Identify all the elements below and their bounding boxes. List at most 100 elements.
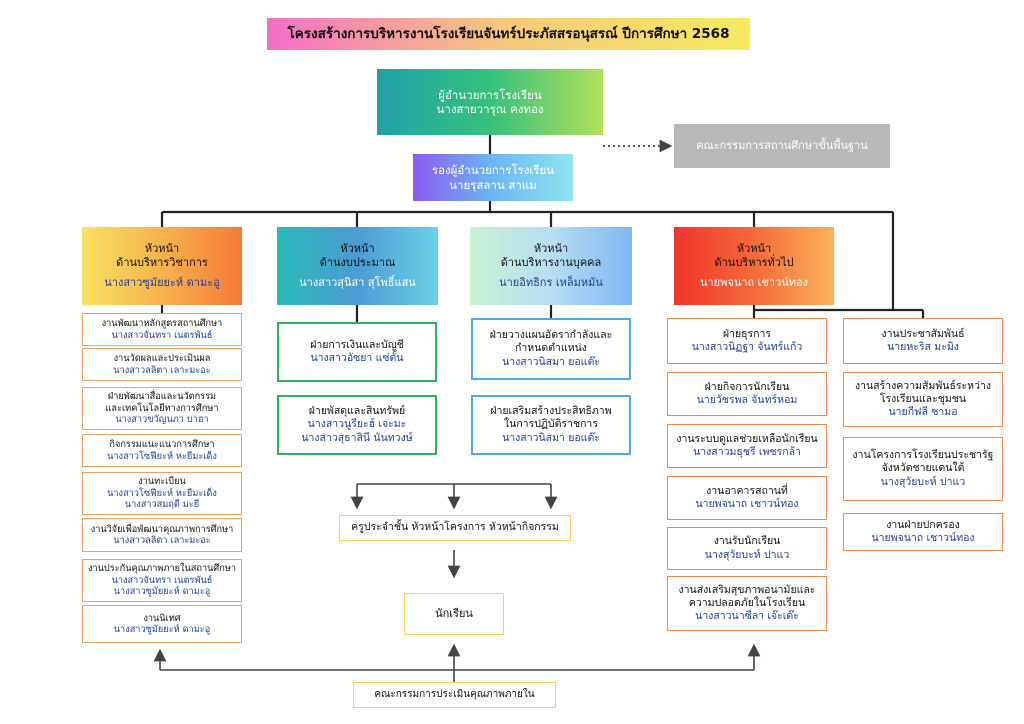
unit-person-name: นางสาวนาซีลา เจ๊ะเด๊ะ — [695, 610, 799, 623]
unit-person-name: นางสาวขวัญนภา บาฮา — [115, 414, 209, 426]
unit-title: งานระบบดูแลช่วยเหลือนักเรียน — [676, 432, 818, 445]
unit-person-name: นางสาวมธุชรี เพชรกล้า — [693, 446, 801, 458]
unit-title: งานโครงการโรงเรียนประชารัฐ — [852, 449, 994, 462]
unit-person-name: นายหะริส มะมิง — [887, 341, 959, 353]
unit-title: ฝ่ายพัสดุและสินทรัพย์ — [308, 405, 406, 418]
general-left-unit-box: ฝ่ายธุรการนางสาวนิฏฐา จันทร์แก้ว — [667, 318, 827, 364]
unit-title: โรงเรียนและชุมชน — [879, 392, 967, 405]
head-label: หัวหน้า — [340, 242, 375, 256]
unit-person-name: นางสาวนิฏฐา จันทร์แก้ว — [691, 341, 803, 353]
unit-person-name: นายกีฟลี ซามอ — [888, 406, 958, 419]
head-name: นางสาวสุนิสา สุโพธิ์แสน — [299, 275, 416, 289]
unit-person-name: นางสาวลลิตา เลาะมะอะ — [113, 364, 211, 376]
unit-title: งานประชาสัมพันธ์ — [881, 327, 965, 340]
unit-person-name: นางสาวนูรียะฮ์ เจะมะ — [307, 418, 407, 431]
internal-quality-committee-box: คณะกรรมการประเมินคุณภาพภายใน — [353, 682, 556, 708]
unit-title: งานวิจัยเพื่อพัฒนาคุณภาพการศึกษา — [90, 523, 234, 535]
unit-title: งานพัฒนาหลักสูตรสถานศึกษา — [101, 318, 223, 329]
unit-person-name: นางสาวซูมัยยะห์ ดามะอู — [113, 586, 211, 598]
general-left-unit-box: งานระบบดูแลช่วยเหลือนักเรียนนางสาวมธุชรี… — [667, 424, 827, 468]
academic-unit-box: กิจกรรมแนะแนวการศึกษานางสาวโซฟียะห์ หะยี… — [82, 434, 242, 467]
general-right-unit-box: งานประชาสัมพันธ์นายหะริส มะมิง — [843, 318, 1003, 364]
head-division: ด้านบริหารวิชาการ — [116, 256, 208, 270]
unit-person-name: นางสาวจันทรา เนตรพันธ์ — [111, 574, 213, 586]
unit-title: ความปลอดภัยในโรงเรียน — [688, 596, 806, 609]
general-left-unit-box: งานส่งเสริมสุขภาพอนามัยและความปลอดภัยในโ… — [667, 576, 827, 631]
budget-unit-box: ฝ่ายการเงินและบัญชีนางสาวอัซยา แซ่ตั้น — [277, 322, 437, 382]
unit-person-name: นางสาวโซฟียะห์ หะยีมะเด็ง — [107, 450, 217, 462]
unit-title: ฝ่ายการเงินและบัญชี — [310, 338, 404, 351]
unit-person-name: นางสาวโซฟียะห์ หะยีมะเด็ง — [107, 487, 217, 499]
unit-title: งานทะเบียน — [138, 476, 186, 488]
unit-person-name: นางสาวจันทรา เนตรพันธ์ — [111, 329, 213, 341]
unit-title: ฝ่ายวางแผนอัตรากำลังและ — [489, 329, 613, 342]
director-name: นางสายวารุณ คงทอง — [436, 102, 544, 116]
head-division: ด้านบริหารทั่วไป — [714, 256, 794, 270]
general-right-unit-box: งานฝ่ายปกครองนายพจนาถ เชาวน์ทอง — [843, 513, 1003, 551]
teachers-box: ครูประจำชั้น หัวหน้าโครงการ หัวหน้ากิจกร… — [339, 515, 571, 541]
head-general-box: หัวหน้า ด้านบริหารทั่วไป นายพจนาถ เชาวน์… — [674, 227, 834, 305]
unit-title: งานประกันคุณภาพภายในสถานศึกษา — [88, 563, 236, 575]
general-left-unit-box: งานอาคารสถานที่นายพจนาถ เชาวน์ทอง — [667, 476, 827, 520]
unit-title: งานอาคารสถานที่ — [706, 484, 788, 497]
students-box: นักเรียน — [404, 593, 504, 635]
unit-title: จังหวัดชายแดนใต้ — [881, 462, 965, 475]
unit-title: ฝ่ายเสริมสร้างประสิทธิภาพ — [490, 405, 612, 418]
head-name: นายอิทธิกร เหล็มหมัน — [499, 275, 603, 289]
unit-title: งานรับนักเรียน — [713, 535, 781, 548]
unit-person-name: นายพจนาถ เชาวน์ทอง — [871, 532, 975, 544]
general-left-unit-box: งานรับนักเรียนนางสุวัยบะห์ ปาแว — [667, 527, 827, 570]
unit-title: กำหนดตำแหน่ง — [515, 342, 587, 355]
head-personnel-box: หัวหน้า ด้านบริหารงานบุคคล นายอิทธิกร เห… — [470, 227, 632, 305]
academic-unit-box: งานนิเทศนางสาวซูมัยยะห์ ดามะอู — [82, 605, 242, 643]
chart-title: โครงสร้างการบริหารงานโรงเรียนจันทร์ประภั… — [267, 18, 750, 50]
unit-person-name: นางสาวสุธาสินี นันทวงษ์ — [301, 431, 413, 444]
academic-unit-box: งานวัดผลและประเมินผลนางสาวลลิตา เลาะมะอะ — [82, 348, 242, 381]
unit-person-name: นางสุวัยบะห์ ปาแว — [704, 548, 790, 561]
unit-person-name: นางสาวลลิตา เลาะมะอะ — [113, 535, 211, 546]
unit-title: ในการปฏิบัติราชการ — [504, 418, 598, 431]
unit-person-name: นางสาวซูมัยยะห์ ดามะอู — [113, 624, 211, 635]
head-name: นางสาวซูมัยยะห์ ดามะอู — [104, 275, 220, 289]
general-right-unit-box: งานโครงการโรงเรียนประชารัฐจังหวัดชายแดนใ… — [843, 437, 1003, 501]
unit-person-name: นายพจนาถ เชาวน์ทอง — [695, 498, 799, 510]
academic-unit-box: งานประกันคุณภาพภายในสถานศึกษานางสาวจันทร… — [82, 559, 242, 602]
head-label: หัวหน้า — [736, 242, 772, 256]
unit-title: ฝ่ายพัฒนาสื่อและนวัตกรรม — [107, 391, 217, 403]
head-division: ด้านบริหารงานบุคคล — [500, 256, 602, 270]
academic-unit-box: งานพัฒนาหลักสูตรสถานศึกษานางสาวจันทรา เน… — [82, 313, 242, 346]
general-right-unit-box: งานสร้างความสัมพันธ์ระหว่างโรงเรียนและชุ… — [843, 372, 1003, 427]
unit-title: งานส่งเสริมสุขภาพอนามัยและ — [678, 583, 816, 596]
deputy-role: รองผู้อำนวยการโรงเรียน — [431, 163, 555, 178]
basic-education-board-box: คณะกรรมการสถานศึกษาขั้นพื้นฐาน — [674, 124, 890, 168]
academic-unit-box: ฝ่ายพัฒนาสื่อและนวัตกรรมและเทคโนโลยีทางก… — [82, 387, 242, 430]
head-name: นายพจนาถ เชาวน์ทอง — [699, 275, 809, 289]
unit-person-name: นางสาวสมฤดี มะยี — [124, 499, 200, 511]
general-left-unit-box: ฝ่ายกิจการนักเรียนนายวัชรพล จันทร์หอม — [667, 372, 827, 416]
personnel-unit-box: ฝ่ายเสริมสร้างประสิทธิภาพในการปฏิบัติราช… — [471, 395, 631, 455]
deputy-director-box: รองผู้อำนวยการโรงเรียน นายรุสลาน สาแม — [413, 154, 573, 201]
head-budget-box: หัวหน้า ด้านงบประมาณ นางสาวสุนิสา สุโพธิ… — [277, 227, 438, 305]
director-role: ผู้อำนวยการโรงเรียน — [438, 87, 542, 102]
budget-unit-box: ฝ่ายพัสดุและสินทรัพย์นางสาวนูรียะฮ์ เจะม… — [277, 395, 437, 455]
unit-person-name: นางสุวัยบะห์ ปาแว — [880, 475, 966, 488]
academic-unit-box: งานวิจัยเพื่อพัฒนาคุณภาพการศึกษานางสาวลล… — [82, 518, 242, 552]
unit-title: งานวัดผลและประเมินผล — [113, 353, 211, 364]
director-box: ผู้อำนวยการโรงเรียน นางสายวารุณ คงทอง — [377, 69, 603, 135]
unit-person-name: นายวัชรพล จันทร์หอม — [696, 394, 798, 406]
unit-person-name: นางสาวนิสมา ยอแต๊ะ — [502, 431, 600, 444]
unit-title: งานสร้างความสัมพันธ์ระหว่าง — [855, 379, 991, 392]
unit-title: ฝ่ายธุรการ — [722, 327, 772, 340]
head-academic-box: หัวหน้า ด้านบริหารวิชาการ นางสาวซูมัยยะห… — [82, 227, 242, 305]
unit-person-name: นางสาวนิสมา ยอแต๊ะ — [502, 355, 600, 368]
head-label: หัวหน้า — [533, 242, 569, 256]
academic-unit-box: งานทะเบียนนางสาวโซฟียะห์ หะยีมะเด็งนางสา… — [82, 472, 242, 515]
head-division: ด้านงบประมาณ — [319, 256, 396, 270]
deputy-name: นายรุสลาน สาแม — [449, 177, 537, 192]
head-label: หัวหน้า — [144, 242, 180, 256]
unit-title: งานนิเทศ — [143, 612, 181, 624]
unit-title: กิจกรรมแนะแนวการศึกษา — [109, 439, 215, 450]
unit-title: และเทคโนโลยีทางการศึกษา — [105, 402, 219, 414]
unit-title: ฝ่ายกิจการนักเรียน — [704, 380, 790, 393]
